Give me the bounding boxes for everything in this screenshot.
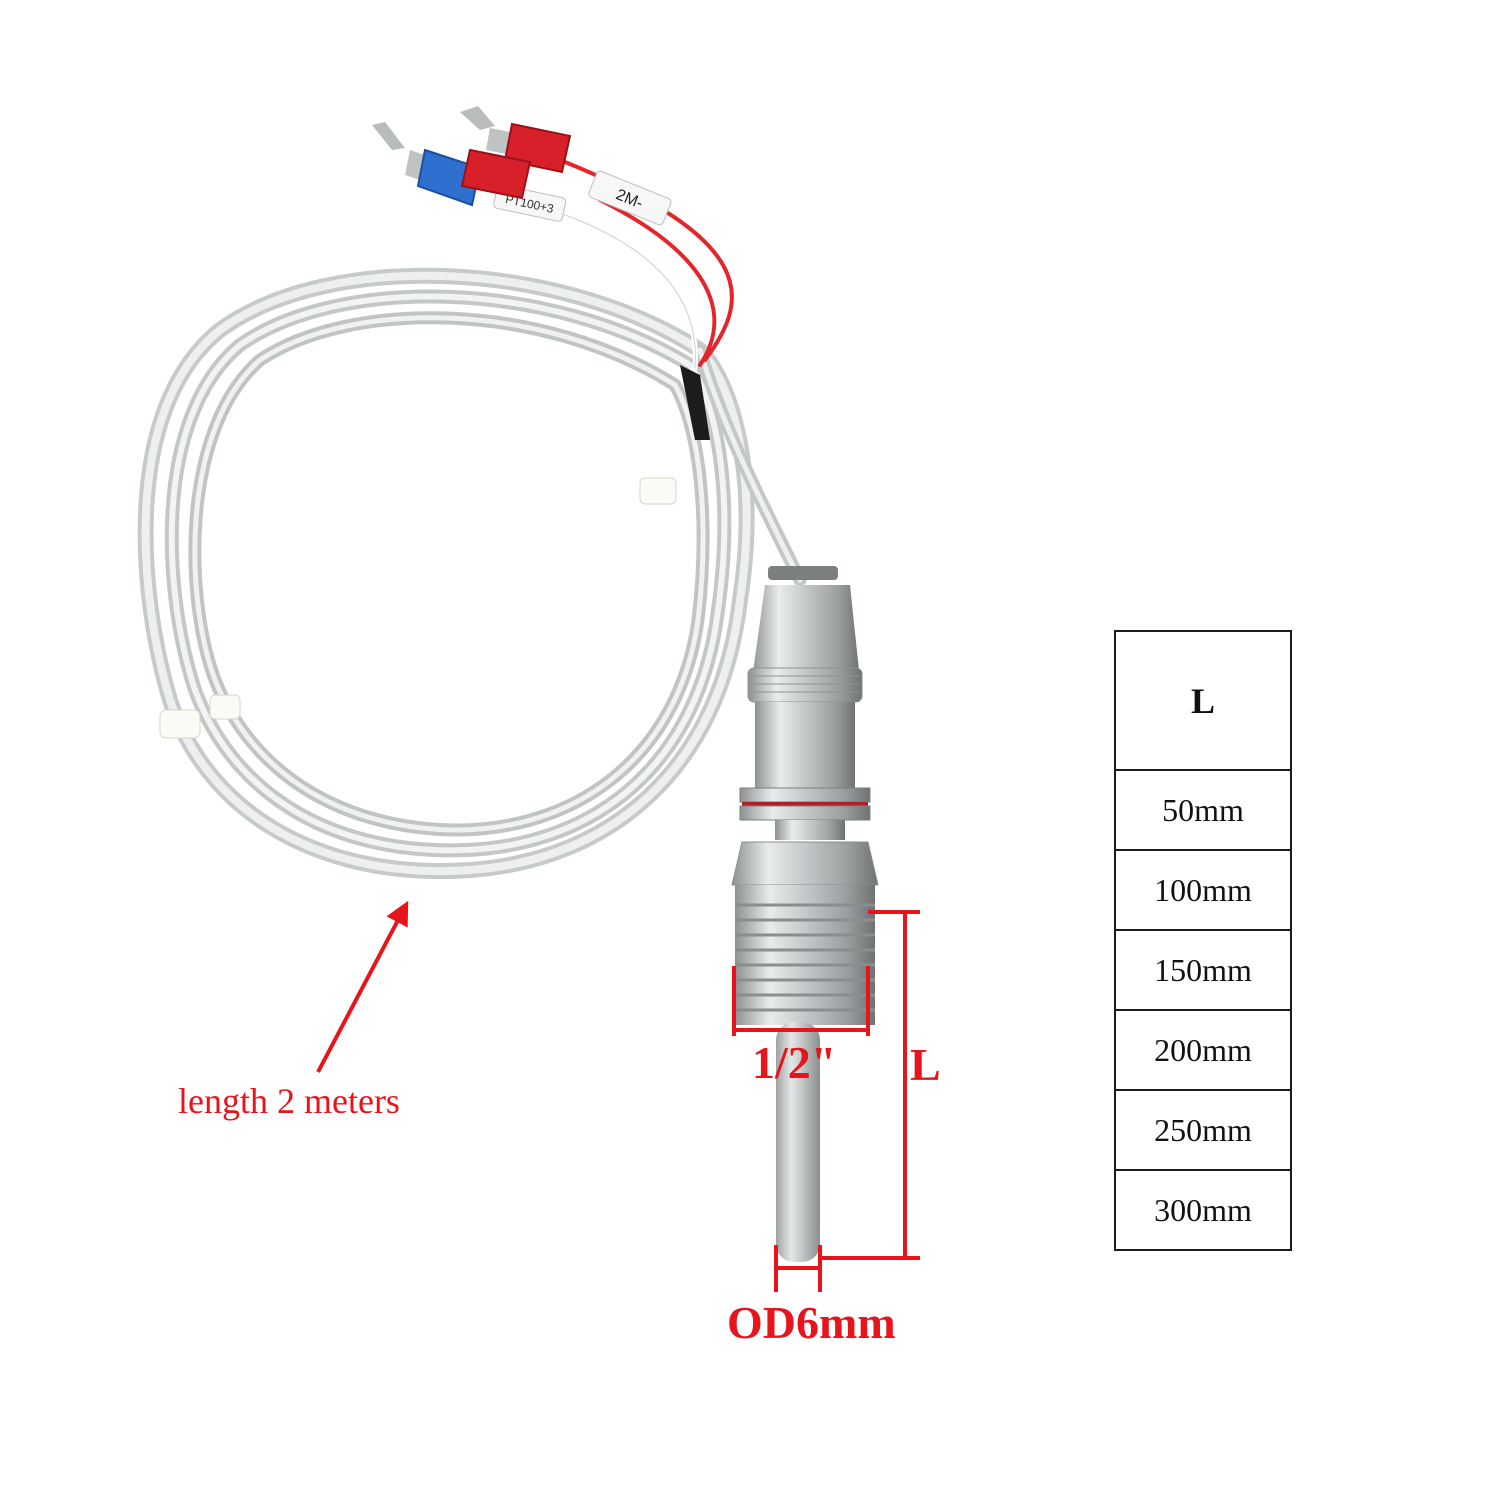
cable-tie <box>639 477 677 505</box>
spade-terminal-blue <box>372 122 482 207</box>
threaded-fitting <box>735 885 875 1025</box>
spade-terminal-red <box>460 106 572 174</box>
length-option-cell: 300mm <box>1114 1169 1292 1251</box>
cable-length-arrow <box>316 900 409 1073</box>
dimension-lines <box>732 910 920 1292</box>
hex-nut <box>731 841 879 886</box>
cable-tie <box>209 694 241 720</box>
length-option-cell: 50mm <box>1114 769 1292 851</box>
insertion-length-label: L <box>910 1039 941 1090</box>
probe-sheath <box>776 1022 820 1262</box>
heat-shrink <box>680 365 710 440</box>
length-table-header: L <box>1114 630 1292 771</box>
thread-size-label: 1/2" <box>752 1037 837 1088</box>
length-option-cell: 100mm <box>1114 849 1292 931</box>
length-option-cell: 200mm <box>1114 1009 1292 1091</box>
cable-length-label: length 2 meters <box>178 1081 400 1121</box>
outer-diameter-label: OD6mm <box>727 1297 896 1348</box>
length-option-cell: 250mm <box>1114 1089 1292 1171</box>
length-options-table: L 50mm 100mm 150mm 200mm 250mm 300mm <box>1114 630 1292 1251</box>
braided-cable-coil <box>137 267 807 879</box>
wire-tag-2m: 2M- <box>588 170 672 226</box>
aviation-connector <box>739 566 871 840</box>
spade-terminal-red <box>460 148 532 200</box>
cable-tie <box>159 709 201 739</box>
length-option-cell: 150mm <box>1114 929 1292 1011</box>
